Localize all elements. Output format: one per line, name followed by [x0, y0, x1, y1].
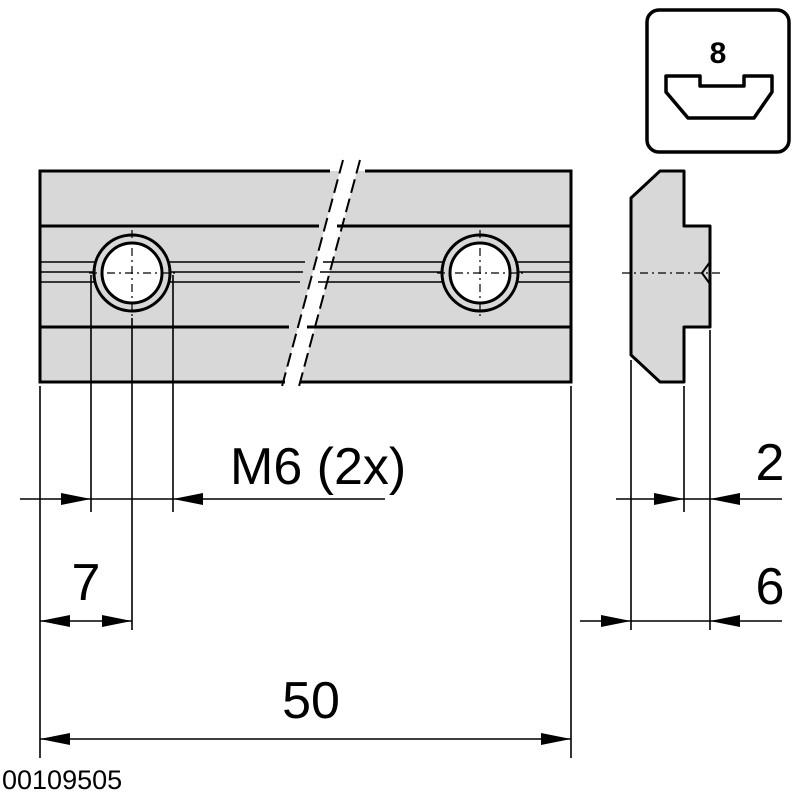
dimension-thickness-label: 6 [756, 558, 785, 616]
nut-outline-right [300, 169, 573, 384]
slot-profile-icon [664, 74, 774, 120]
dimension-thread-label: M6 (2x) [230, 438, 406, 496]
slot-size-label: 8 [710, 37, 727, 70]
profile-badge: 8 [645, 8, 791, 154]
extension-lines [39, 275, 711, 758]
dimension-hole-offset: 7 [40, 554, 132, 627]
dimension-hole-offset-label: 7 [72, 554, 101, 612]
dimension-thread: M6 (2x) [20, 438, 406, 505]
drawing-number: 00109505 [2, 765, 122, 795]
dimension-height-step-label: 2 [756, 434, 785, 492]
nut-body-side [629, 169, 712, 384]
thread-hole-left [89, 230, 175, 316]
dimension-length-label: 50 [282, 672, 340, 730]
front-view [38, 159, 573, 391]
dimension-thickness: 6 [580, 558, 784, 627]
dimension-length: 50 [40, 672, 571, 745]
side-notch [700, 261, 711, 285]
side-view [622, 169, 722, 384]
break-gap [281, 160, 360, 390]
dimension-height-step: 2 [616, 434, 784, 505]
nut-outline-left [38, 169, 330, 384]
thread-hole-right [437, 230, 523, 316]
